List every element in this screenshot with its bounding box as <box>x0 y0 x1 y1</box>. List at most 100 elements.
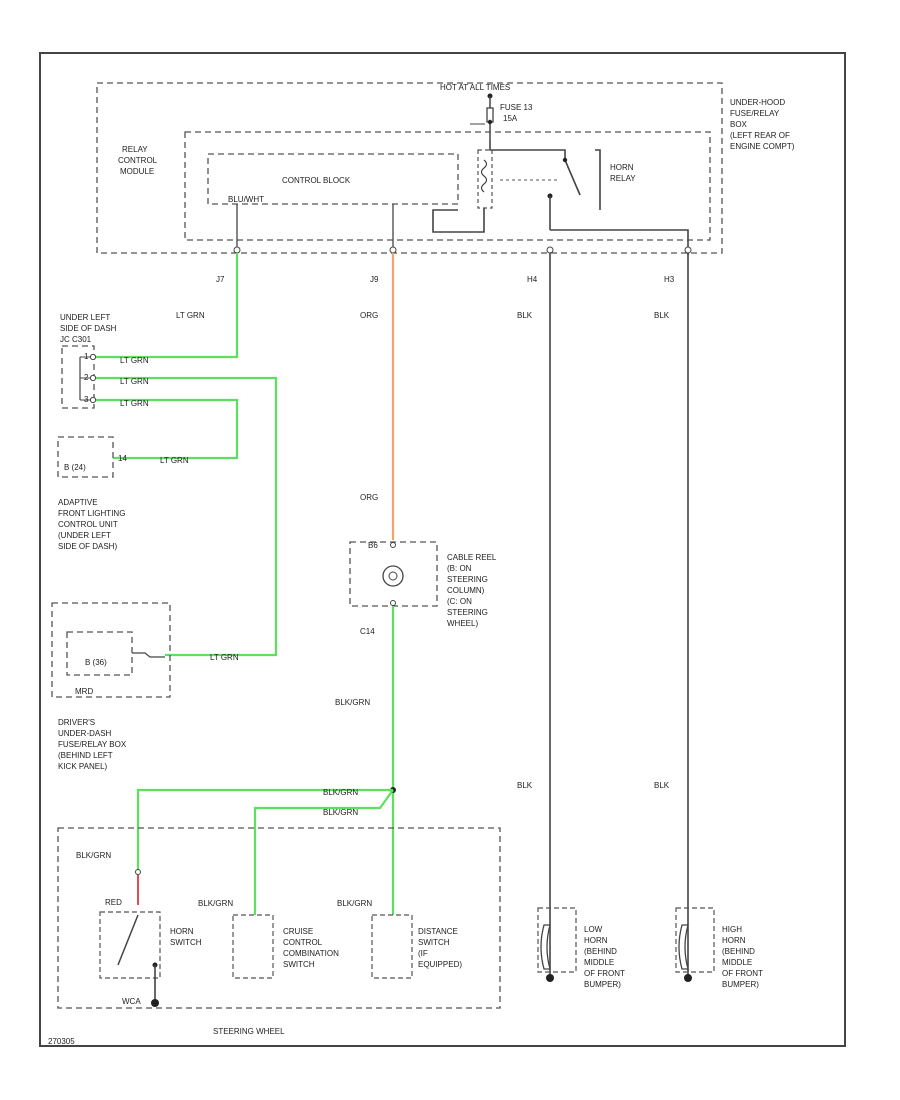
relay-control-module-label: RELAY CONTROL MODULE <box>118 145 158 176</box>
fuse-13 <box>470 93 494 140</box>
wire-label-blk-1: BLK <box>517 311 533 320</box>
svg-text:SWITCH: SWITCH <box>170 938 202 947</box>
diagram-frame <box>39 52 846 1047</box>
fuse-amp-label: 15A <box>503 114 518 123</box>
mrd-box <box>51 602 171 698</box>
svg-text:OF FRONT: OF FRONT <box>722 969 763 978</box>
wire-label-lt-grn-6: LT GRN <box>210 653 239 662</box>
svg-text:SIDE OF DASH): SIDE OF DASH) <box>58 542 117 551</box>
svg-text:OF FRONT: OF FRONT <box>584 969 625 978</box>
svg-text:HORN: HORN <box>170 927 194 936</box>
high-horn <box>675 907 715 982</box>
svg-text:UNDER-DASH: UNDER-DASH <box>58 729 112 738</box>
svg-text:(LEFT REAR OF: (LEFT REAR OF <box>730 131 790 140</box>
svg-text:BUMPER): BUMPER) <box>722 980 759 989</box>
svg-text:RELAY: RELAY <box>610 174 636 183</box>
svg-text:(UNDER LEFT: (UNDER LEFT <box>58 531 111 540</box>
wire-label-org-1: ORG <box>360 311 378 320</box>
svg-text:COLUMN): COLUMN) <box>447 586 485 595</box>
svg-text:EQUIPPED): EQUIPPED) <box>418 960 462 969</box>
under-hood-box <box>96 82 723 254</box>
control-block-label: CONTROL BLOCK <box>282 176 351 185</box>
wire-blk-grn-to-cruise <box>253 789 394 915</box>
distance-switch-box <box>371 914 413 979</box>
svg-text:CONTROL: CONTROL <box>118 156 158 165</box>
wire-label-blk-4: BLK <box>654 781 670 790</box>
svg-text:LOW: LOW <box>584 925 603 934</box>
svg-text:KICK PANEL): KICK PANEL) <box>58 762 108 771</box>
horn-switch-contact <box>117 914 139 966</box>
horn-switch-connector <box>135 869 141 875</box>
svg-text:(C: ON: (C: ON <box>447 597 472 606</box>
steering-wheel-box <box>57 827 501 1009</box>
svg-text:(BEHIND LEFT: (BEHIND LEFT <box>58 751 113 760</box>
ground-label: WCA <box>122 997 141 1006</box>
afl-connector-label: B (24) <box>64 463 86 472</box>
mrd-terminal <box>132 652 165 658</box>
blu-wht-label: BLU/WHT <box>228 195 264 204</box>
mrd-connector-label: B (36) <box>85 658 107 667</box>
steering-wheel-label: STEERING WHEEL <box>213 1027 285 1036</box>
wire-lt-grn-j7 <box>93 253 239 359</box>
under-hood-box-label: UNDER-HOOD FUSE/RELAY BOX (LEFT REAR OF … <box>730 98 795 151</box>
cruise-switch-label: CRUISE CONTROL COMBINATION SWITCH <box>283 927 339 969</box>
cable-reel-hub <box>388 571 398 581</box>
svg-text:SWITCH: SWITCH <box>283 960 315 969</box>
figure-id: 270305 <box>48 1037 75 1046</box>
svg-text:JC C301: JC C301 <box>60 335 92 344</box>
cable-reel-pin-b6 <box>390 542 396 548</box>
high-horn-ground-icon <box>684 974 692 982</box>
pin-b6: B6 <box>368 541 378 550</box>
afl-control-unit-label: ADAPTIVE FRONT LIGHTING CONTROL UNIT (UN… <box>58 498 125 551</box>
ground-icon <box>151 999 159 1007</box>
wire-label-blk-grn-4: BLK/GRN <box>76 851 111 860</box>
under-dash-jc-label: UNDER LEFT SIDE OF DASH JC C301 <box>60 313 117 344</box>
cable-reel-label: CABLE REEL (B: ON STEERING COLUMN) (C: O… <box>447 553 497 628</box>
wire-label-blk-2: BLK <box>654 311 670 320</box>
low-horn-ground-icon <box>546 974 554 982</box>
wire-label-blk-grn-3: BLK/GRN <box>323 808 358 817</box>
high-horn-label: HIGH HORN (BEHIND MIDDLE OF FRONT BUMPER… <box>722 925 763 989</box>
wire-lt-grn-jc2 <box>96 376 278 657</box>
svg-text:ADAPTIVE: ADAPTIVE <box>58 498 98 507</box>
wire-label-blk-grn-2: BLK/GRN <box>323 788 358 797</box>
svg-text:FUSE/RELAY: FUSE/RELAY <box>730 109 780 118</box>
svg-text:SIDE OF DASH: SIDE OF DASH <box>60 324 117 333</box>
svg-text:MIDDLE: MIDDLE <box>722 958 752 967</box>
mrd-inner-box <box>66 631 133 676</box>
wire-label-blk-3: BLK <box>517 781 533 790</box>
svg-text:UNDER-HOOD: UNDER-HOOD <box>730 98 785 107</box>
jc-pin-2: 2 <box>84 373 89 382</box>
afl-control-unit-box <box>57 436 114 478</box>
wire-lt-grn-jc3 <box>96 398 239 460</box>
hot-at-all-times-label: HOT AT ALL TIMES <box>440 83 510 92</box>
wire-label-lt-grn-5: LT GRN <box>160 456 189 465</box>
wire-label-blk-grn-1: BLK/GRN <box>335 698 370 707</box>
svg-text:HIGH: HIGH <box>722 925 742 934</box>
svg-text:FUSE/RELAY BOX: FUSE/RELAY BOX <box>58 740 127 749</box>
svg-text:FRONT LIGHTING: FRONT LIGHTING <box>58 509 125 518</box>
cable-reel-pin-c14 <box>390 600 396 606</box>
control-block-box <box>207 153 459 205</box>
wire-label-lt-grn-4: LT GRN <box>120 399 149 408</box>
wire-label-blk-grn-5: BLK/GRN <box>198 899 233 908</box>
horn-switch-box <box>99 911 161 979</box>
pin-j7: J7 <box>216 275 225 284</box>
jc-pin-3: 3 <box>84 395 89 404</box>
svg-text:SWITCH: SWITCH <box>418 938 450 947</box>
relay-control-module-box <box>184 131 711 241</box>
svg-text:STEERING: STEERING <box>447 608 488 617</box>
wire-label-red: RED <box>105 898 122 907</box>
svg-text:(IF: (IF <box>418 949 428 958</box>
mrd-label: MRD <box>75 687 93 696</box>
horn-switch-label: HORN SWITCH <box>170 927 202 947</box>
svg-text:(BEHIND: (BEHIND <box>722 947 755 956</box>
pin-h3: H3 <box>664 275 675 284</box>
svg-text:CONTROL UNIT: CONTROL UNIT <box>58 520 118 529</box>
wire-blk-grn-to-horn-switch <box>136 788 393 872</box>
svg-text:WHEEL): WHEEL) <box>447 619 478 628</box>
cable-reel-icon <box>382 565 404 587</box>
horn-relay <box>432 140 601 233</box>
cruise-switch-box <box>232 914 274 979</box>
